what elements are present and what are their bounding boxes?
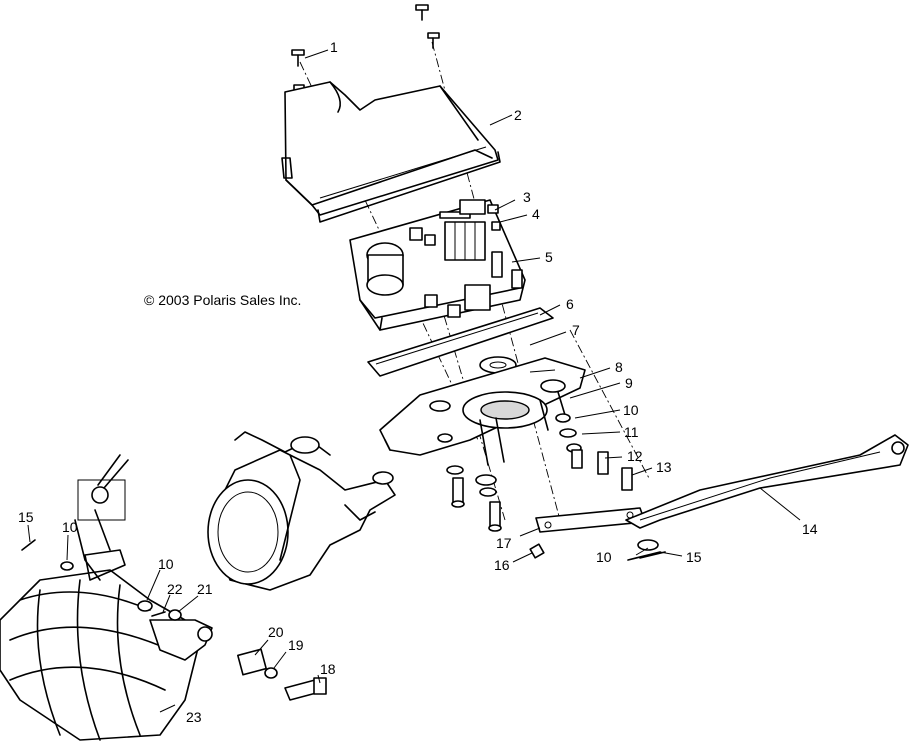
bolt-set [437,391,633,532]
gasket [367,307,554,377]
left-hardware [21,539,327,701]
callout-10-right-top: 10 [623,402,639,418]
link-bar [529,507,646,559]
callout-18: 18 [320,661,336,677]
callout-19: 19 [288,637,304,653]
controller-base [349,199,526,331]
leader-lines [27,49,801,713]
callout-15-left: 15 [18,509,34,525]
clip-right [639,551,666,559]
callout-10-left: 10 [62,519,78,535]
copyright-notice: © 2003 Polaris Sales Inc. [144,292,302,308]
callout-21: 21 [197,581,213,597]
callout-10-center: 10 [158,556,174,572]
mounting-plate [379,357,586,456]
callout-12: 12 [627,448,643,464]
controller-cover [281,81,501,223]
callout-20: 20 [268,624,284,640]
callout-4: 4 [532,206,540,222]
callout-15-right: 15 [686,549,702,565]
boot-guard [0,454,213,741]
throttle-body [207,431,396,591]
callout-9: 9 [625,375,633,391]
callout-2: 2 [514,107,522,123]
callout-3: 3 [523,189,531,205]
callout-14: 14 [802,521,818,537]
callout-8: 8 [615,359,623,375]
callout-1: 1 [330,39,338,55]
screw-top-right [415,4,440,49]
callout-23: 23 [186,709,202,725]
callout-6: 6 [566,296,574,312]
callout-10-right-bottom: 10 [596,549,612,565]
control-arm [625,434,909,561]
callout-11: 11 [624,424,639,440]
callout-16: 16 [494,557,510,573]
callout-13: 13 [656,459,672,475]
callout-7: 7 [572,322,580,338]
callout-17: 17 [496,535,512,551]
callout-22: 22 [167,581,183,597]
callout-5: 5 [545,249,553,265]
